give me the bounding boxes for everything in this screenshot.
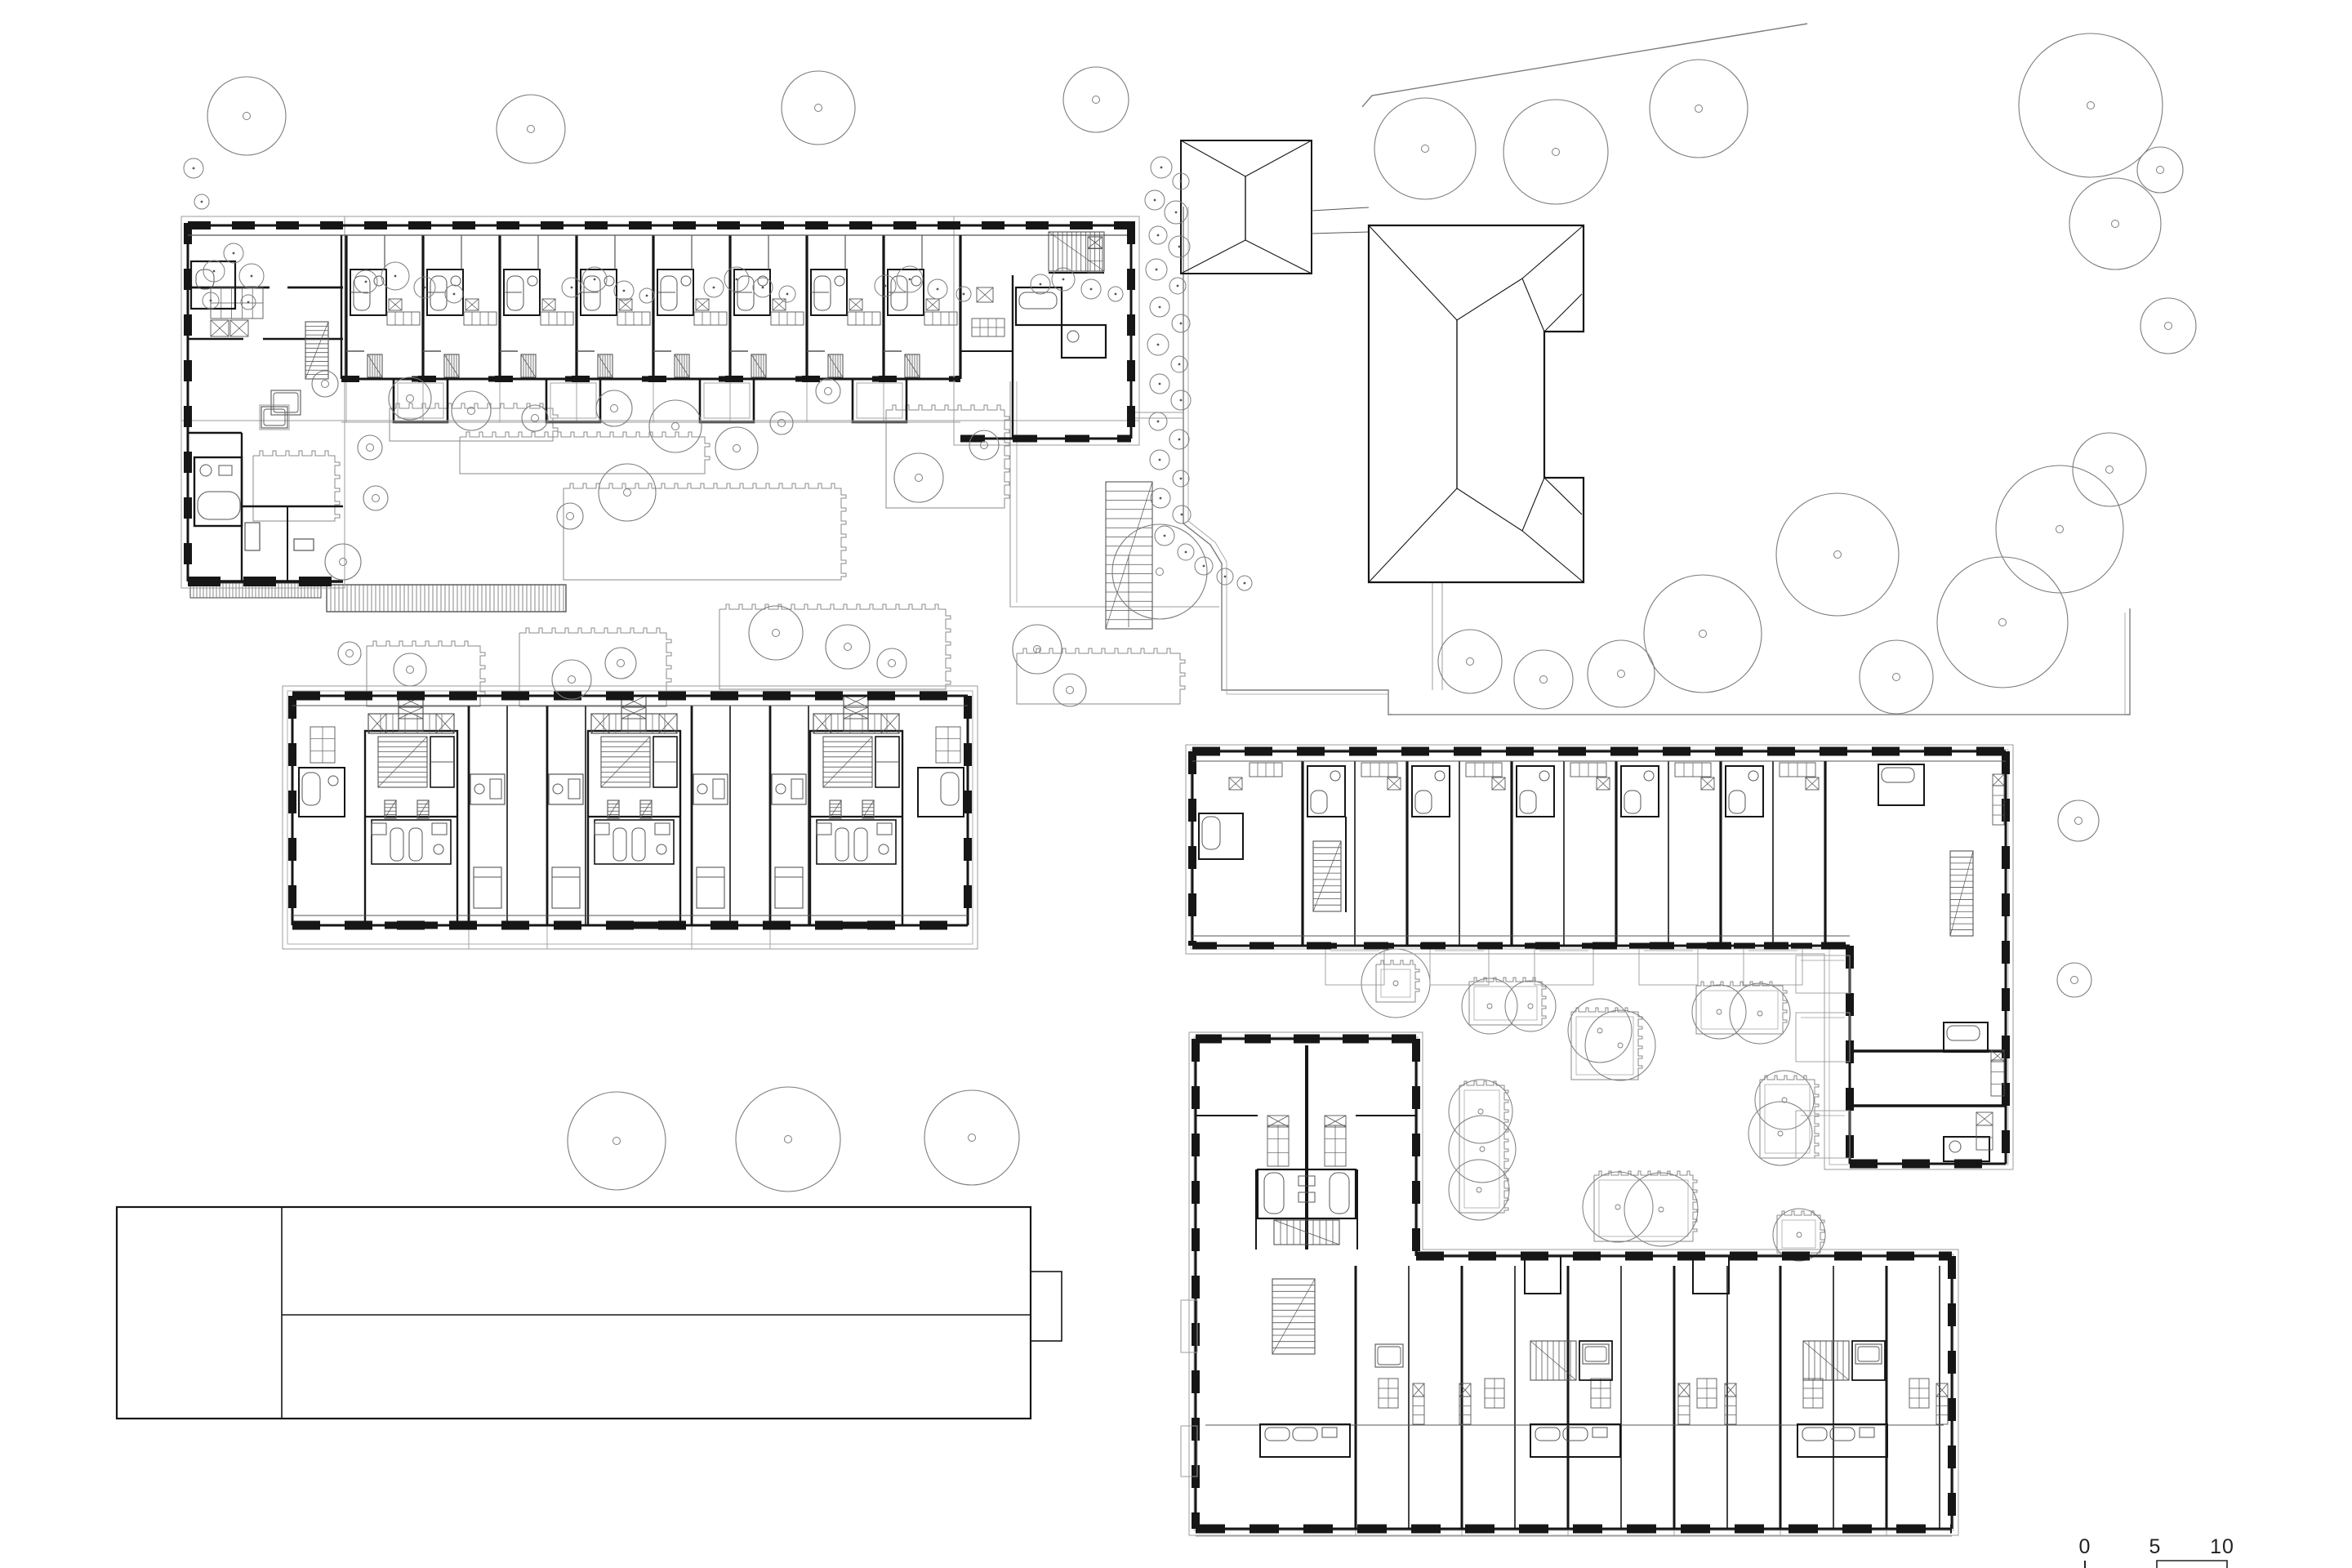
garden-hedges	[252, 403, 1186, 707]
existing-building-roof-large	[1367, 224, 1585, 584]
building-b2	[282, 685, 978, 950]
scale-label-10: 10	[2210, 1535, 2234, 1558]
trees-layer	[207, 33, 2197, 1192]
building-b3	[1185, 744, 2014, 1170]
building-b1	[180, 216, 1140, 589]
scale-label-0: 0	[2078, 1535, 2091, 1558]
existing-building-roof-small	[1180, 140, 1370, 274]
shrubs-layer	[183, 156, 1253, 591]
building-b4	[1180, 1031, 1959, 1537]
building-b5	[115, 1205, 1062, 1420]
scale-label-5: 5	[2149, 1535, 2162, 1558]
scale-bar	[2084, 1560, 2228, 1568]
site-boundaries	[189, 23, 2131, 715]
courtyard-planters	[1361, 948, 1826, 1262]
